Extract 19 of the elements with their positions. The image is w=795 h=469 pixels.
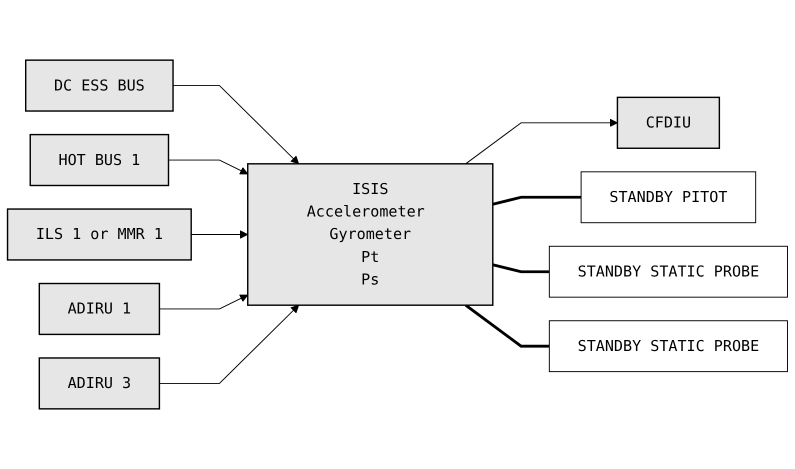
node-box: STANDBY STATIC PROBE [548, 246, 788, 298]
arrow [465, 118, 618, 164]
arrow [172, 85, 300, 164]
node-box: STANDBY PITOT [580, 171, 756, 224]
arrow [158, 304, 300, 384]
connector [492, 196, 582, 206]
arrow [158, 294, 248, 310]
node-box: CFDIU [616, 96, 720, 149]
node-box: ILS 1 or MMR 1 [6, 208, 192, 261]
node-box: DC ESS BUS [24, 59, 174, 112]
arrow [190, 230, 248, 239]
node-box: ADIRU 3 [38, 357, 160, 410]
connector [464, 304, 550, 348]
node-box: STANDBY STATIC PROBE [548, 320, 788, 372]
connector [492, 263, 550, 274]
node-box: ISIS Accelerometer Gyrometer Pt Ps [247, 163, 494, 306]
node-box: ADIRU 1 [38, 282, 160, 336]
node-box: HOT BUS 1 [30, 134, 170, 186]
arrow [168, 160, 248, 174]
